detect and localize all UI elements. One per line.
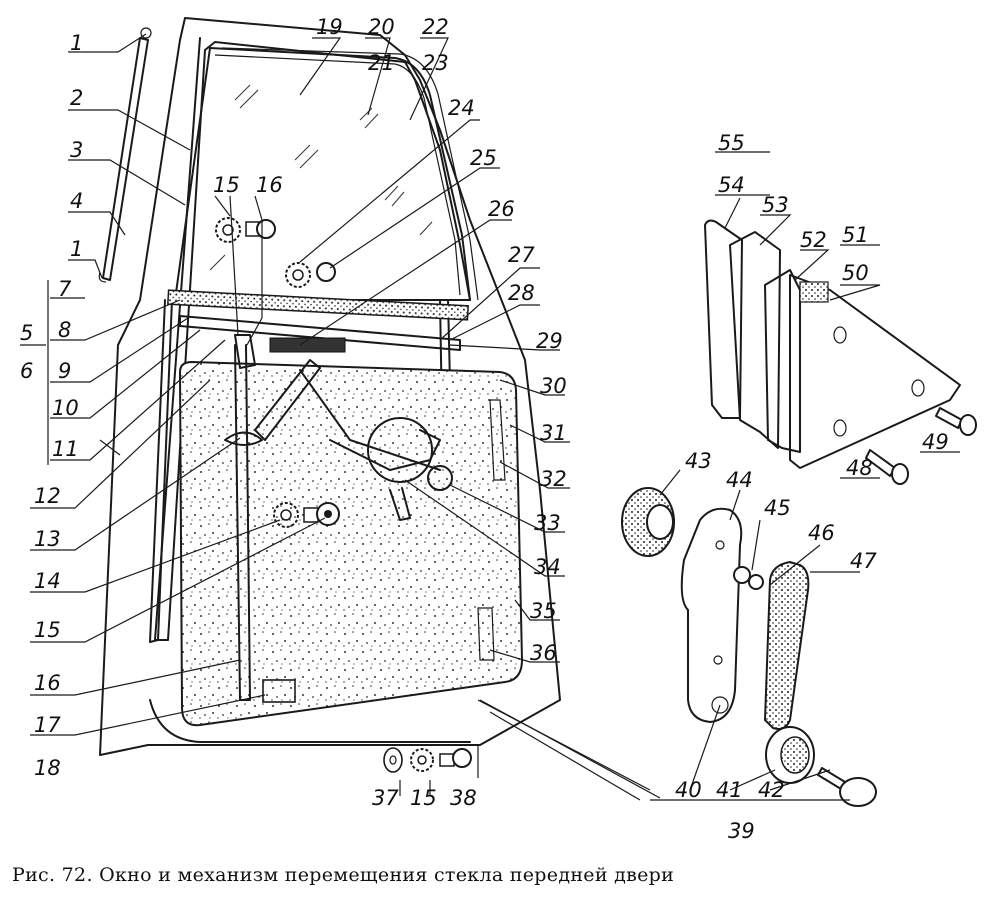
callout-30: 30 xyxy=(540,374,567,398)
lock-washer-15b xyxy=(273,502,299,528)
callout-39: 39 xyxy=(728,819,755,843)
callout-labels: 1 2 3 4 1 5 6 7 8 9 10 11 12 13 14 15 16… xyxy=(20,15,949,843)
callout-41: 41 xyxy=(716,778,743,802)
callout-33: 33 xyxy=(534,511,561,535)
callout-24: 24 xyxy=(448,96,475,120)
callout-19: 19 xyxy=(316,15,343,39)
bushing-43 xyxy=(621,487,675,557)
callout-32: 32 xyxy=(540,467,567,491)
callout-8: 8 xyxy=(58,318,71,342)
callout-36: 36 xyxy=(530,641,557,665)
callout-21: 21 xyxy=(368,51,395,75)
callout-17: 17 xyxy=(34,713,61,737)
callout-54: 54 xyxy=(718,173,745,197)
callout-16a: 16 xyxy=(256,173,283,197)
callout-42: 42 xyxy=(758,778,785,802)
callout-9: 9 xyxy=(58,359,71,383)
screw-16a xyxy=(245,219,276,239)
callout-44: 44 xyxy=(726,468,753,492)
callout-43: 43 xyxy=(685,449,712,473)
callout-50: 50 xyxy=(842,261,869,285)
callout-15c: 15 xyxy=(410,786,437,810)
callout-35: 35 xyxy=(530,599,557,623)
callout-20: 20 xyxy=(368,15,395,39)
callout-14: 14 xyxy=(34,569,61,593)
callout-49: 49 xyxy=(922,430,949,454)
callout-26: 26 xyxy=(488,197,515,221)
callout-10: 10 xyxy=(52,396,79,420)
callout-46: 46 xyxy=(808,521,835,545)
knob-pin-42 xyxy=(817,767,877,807)
lock-washer-15c xyxy=(410,748,434,772)
callout-55: 55 xyxy=(718,131,745,155)
screw-48 xyxy=(865,449,909,485)
callout-16b: 16 xyxy=(34,671,61,695)
callout-34: 34 xyxy=(534,555,561,579)
screw-38 xyxy=(439,748,472,768)
fasteners-door xyxy=(215,217,472,773)
callout-15b: 15 xyxy=(34,618,61,642)
screw-49 xyxy=(935,407,977,436)
callout-48: 48 xyxy=(846,456,873,480)
callout-53: 53 xyxy=(762,193,789,217)
callout-2: 2 xyxy=(70,86,83,110)
callout-1a: 1 xyxy=(70,31,83,55)
leader-lines xyxy=(20,33,960,801)
callout-29: 29 xyxy=(536,329,563,353)
callout-18: 18 xyxy=(34,756,61,780)
crank-arm-40 xyxy=(680,507,743,723)
callout-22: 22 xyxy=(422,15,449,39)
callout-51: 51 xyxy=(842,223,869,247)
washer-37 xyxy=(383,747,403,773)
callout-1b: 1 xyxy=(70,237,83,261)
callout-28: 28 xyxy=(508,281,535,305)
inner-panel xyxy=(178,360,524,727)
callout-45: 45 xyxy=(764,496,791,520)
callout-7: 7 xyxy=(58,277,72,301)
exploded-door-diagram: 1 2 3 4 1 5 6 7 8 9 10 11 12 13 14 15 16… xyxy=(20,15,977,843)
callout-27: 27 xyxy=(508,243,535,267)
vent-window-assembly xyxy=(704,219,977,485)
window-regulator xyxy=(224,334,453,703)
handle-assembly xyxy=(621,487,877,807)
figure-caption: Рис. 72. Окно и механизм перемещения сте… xyxy=(12,864,675,886)
callout-31: 31 xyxy=(540,421,567,445)
callout-40: 40 xyxy=(675,778,702,802)
callout-4: 4 xyxy=(70,189,83,213)
callout-11: 11 xyxy=(52,437,79,461)
lock-washer-25 xyxy=(285,262,336,288)
callout-37: 37 xyxy=(372,786,399,810)
callout-38: 38 xyxy=(450,786,477,810)
callout-23: 23 xyxy=(422,51,449,75)
door-body xyxy=(99,17,651,801)
callout-12: 12 xyxy=(34,484,61,508)
knob-41 xyxy=(765,726,815,784)
callout-5: 5 xyxy=(20,321,33,345)
callout-6: 6 xyxy=(20,359,33,383)
callout-52: 52 xyxy=(800,228,827,252)
washer-45-46 xyxy=(733,566,764,590)
lower-channel xyxy=(167,289,469,353)
callout-15a: 15 xyxy=(213,173,240,197)
callout-47: 47 xyxy=(850,549,877,573)
callout-25: 25 xyxy=(470,146,497,170)
callout-13: 13 xyxy=(34,527,61,551)
callout-3: 3 xyxy=(70,138,83,162)
handle-cover-47 xyxy=(763,560,810,730)
lock-washer-15a xyxy=(215,217,241,243)
